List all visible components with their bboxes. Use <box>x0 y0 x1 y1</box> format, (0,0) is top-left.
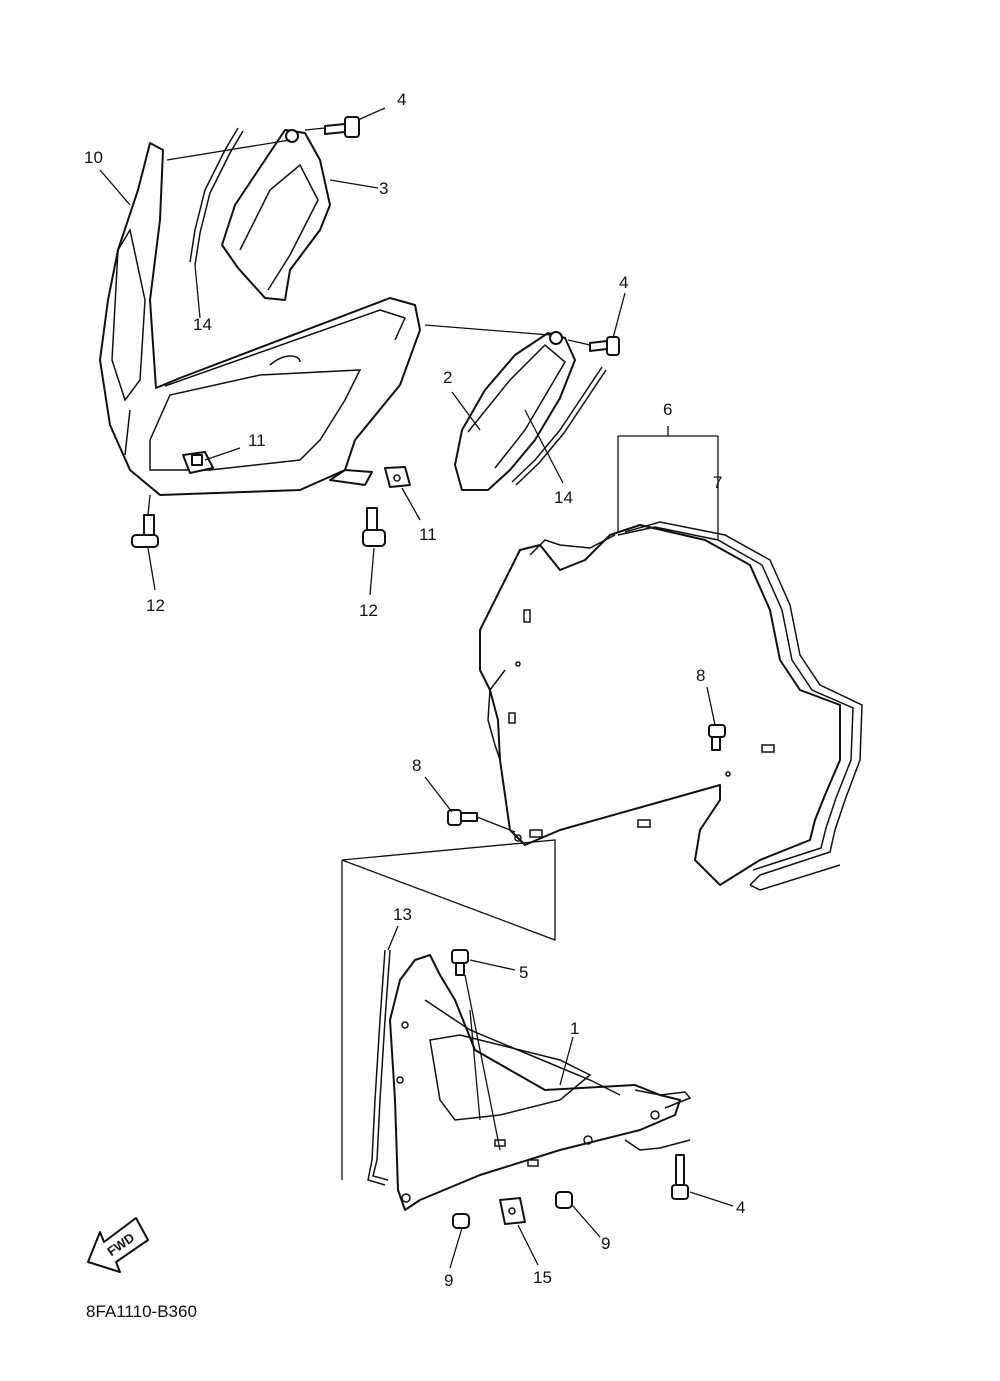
screw-8-left <box>447 809 478 826</box>
nut-11-left <box>182 451 214 474</box>
callout-11: 11 <box>248 431 266 450</box>
upper-cowling-part-10 <box>99 142 421 496</box>
inner-panel-part-1 <box>389 954 692 1211</box>
callout-9: 9 <box>601 1234 610 1253</box>
trim-strip-14-upper <box>189 127 244 266</box>
bolt-4-bottom <box>671 1154 689 1200</box>
grommet-12-right <box>362 507 386 547</box>
collar-9-right <box>555 1191 573 1209</box>
nut-11-right <box>384 466 411 488</box>
callout-12: 12 <box>359 601 378 620</box>
callout-4: 4 <box>736 1198 745 1217</box>
bracket-11-right <box>329 469 373 486</box>
collar-9-left <box>452 1213 470 1229</box>
callout-15: 15 <box>533 1268 552 1287</box>
callout-6: 6 <box>663 400 672 419</box>
callout-12: 12 <box>146 596 165 615</box>
bolt-4-middle <box>589 336 620 356</box>
trim-strip-14-right <box>511 366 607 486</box>
callout-11: 11 <box>419 525 437 544</box>
callout-4: 4 <box>619 273 628 292</box>
trim-strip-13 <box>367 949 391 1186</box>
callout-10: 10 <box>84 148 103 167</box>
callout-8: 8 <box>696 666 705 685</box>
callout-7: 7 <box>713 473 722 492</box>
callout-2: 2 <box>443 368 452 387</box>
callout-13: 13 <box>393 905 412 924</box>
windshield-part-6 <box>479 524 841 886</box>
callout-5: 5 <box>519 963 528 982</box>
callout-leaders <box>99 107 734 1269</box>
callout-9: 9 <box>444 1271 453 1290</box>
callout-4: 4 <box>397 90 406 109</box>
duct-part-3 <box>221 129 331 301</box>
bolt-5 <box>451 949 469 976</box>
callout-14: 14 <box>193 315 212 334</box>
callout-numbers: 4 3 10 14 11 11 12 12 4 2 14 6 7 8 8 13 … <box>84 90 745 1290</box>
callout-14: 14 <box>554 488 573 507</box>
callout-1: 1 <box>570 1019 579 1038</box>
callout-8: 8 <box>412 756 421 775</box>
nut-15 <box>499 1197 526 1225</box>
drawing-code: 8FA1110-B360 <box>86 1302 197 1321</box>
screw-8-right <box>708 724 726 751</box>
assembly-lines <box>147 127 591 1180</box>
callout-3: 3 <box>379 179 388 198</box>
fwd-arrow-icon: FWD <box>87 1217 149 1273</box>
duct-part-2 <box>454 331 576 491</box>
grommet-12-left <box>131 514 159 548</box>
bolt-4-top <box>324 116 360 138</box>
